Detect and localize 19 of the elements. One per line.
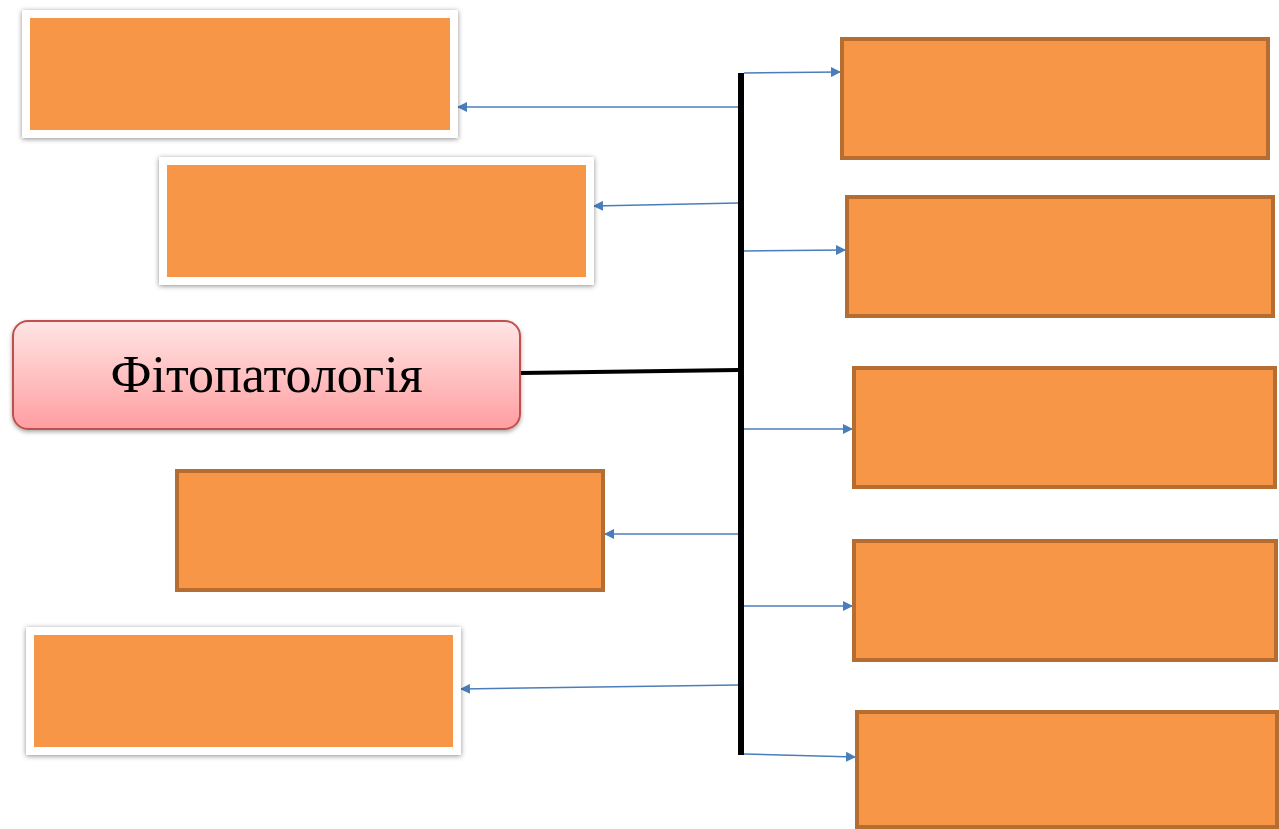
arrow: [460, 683, 739, 694]
empty-box: [845, 195, 1275, 318]
empty-box: [852, 366, 1277, 489]
arrow: [743, 245, 846, 256]
arrow: [743, 601, 853, 611]
title-box: [12, 320, 521, 430]
empty-box: [175, 469, 605, 592]
connector-line: [520, 368, 739, 375]
arrow: [743, 424, 853, 434]
title-text: Фітопатологія: [110, 349, 423, 401]
arrow: [604, 529, 739, 539]
arrow: [457, 102, 739, 112]
empty-box: [852, 539, 1278, 662]
arrow: [743, 67, 841, 78]
empty-box: [855, 710, 1279, 829]
arrow: [743, 751, 856, 762]
arrow: [593, 200, 739, 211]
vertical-bar: [738, 73, 744, 755]
empty-box: [840, 37, 1270, 160]
